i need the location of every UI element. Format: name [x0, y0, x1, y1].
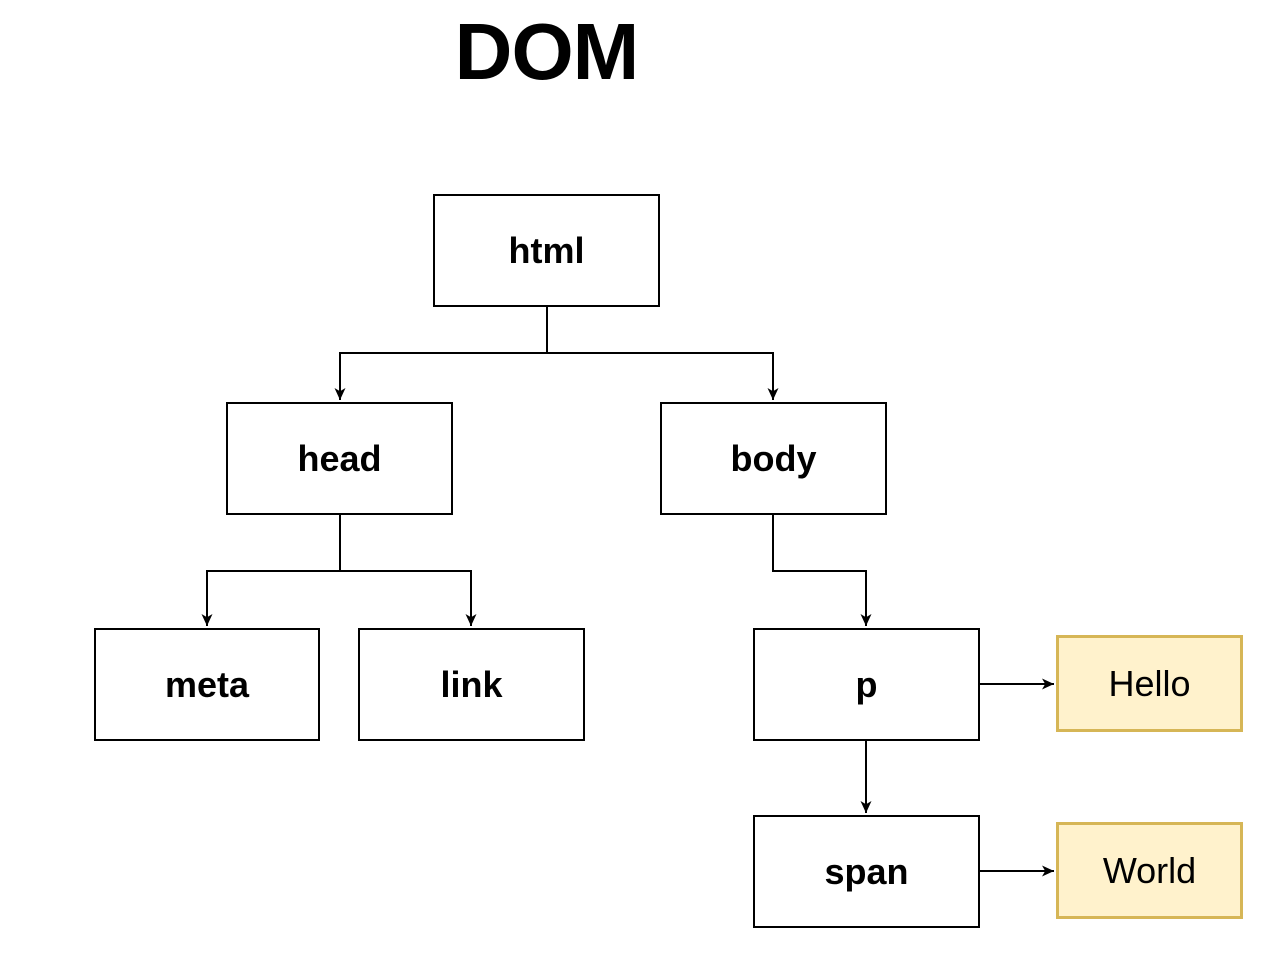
- diagram-title: DOM: [454, 7, 640, 96]
- node-head: head: [226, 402, 453, 515]
- node-meta: meta: [94, 628, 320, 741]
- edge-html-head: [334, 307, 548, 400]
- node-text-hello: Hello: [1056, 635, 1243, 732]
- node-p: p: [753, 628, 980, 741]
- node-text-world: World: [1056, 822, 1243, 919]
- edge-html-body: [546, 307, 779, 400]
- node-span: span: [753, 815, 980, 928]
- node-body: body: [660, 402, 887, 515]
- node-link: link: [358, 628, 585, 741]
- edge-head-link: [339, 515, 477, 626]
- edge-head-meta: [201, 515, 341, 626]
- node-html: html: [433, 194, 660, 307]
- edge-body-p: [772, 515, 872, 626]
